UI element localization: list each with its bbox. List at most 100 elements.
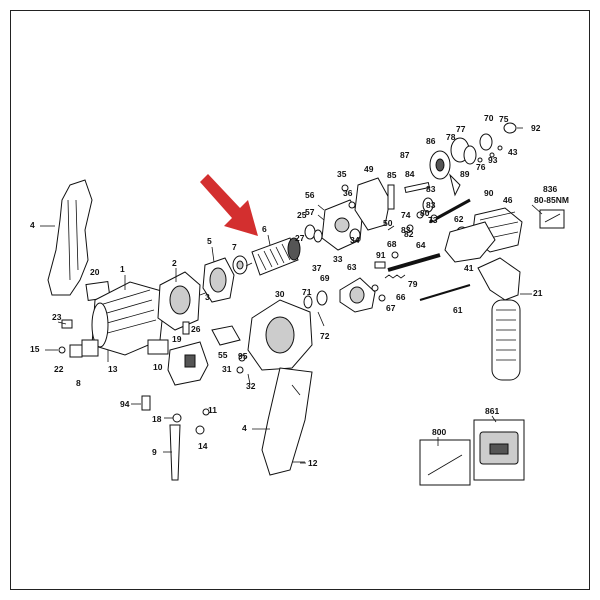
label-93: 93 xyxy=(488,155,498,165)
spring-79 xyxy=(384,274,406,279)
label-72: 72 xyxy=(320,331,330,341)
label-4: 4 xyxy=(30,220,35,230)
gear-housing-63 xyxy=(339,277,376,313)
part-94 xyxy=(141,395,151,411)
label-41: 41 xyxy=(464,263,474,273)
label-86: 86 xyxy=(426,136,436,146)
label-20: 20 xyxy=(90,267,100,277)
label-95: 95 xyxy=(238,351,248,361)
part-22 xyxy=(69,344,83,358)
label-21: 21 xyxy=(533,288,543,298)
label-62: 62 xyxy=(454,214,464,224)
label-68: 68 xyxy=(387,239,397,249)
part-23 xyxy=(61,319,73,329)
part-26 xyxy=(182,321,190,335)
label-76: 76 xyxy=(476,162,486,172)
label-84: 84 xyxy=(405,169,415,179)
carry-case xyxy=(473,419,525,481)
label-91: 91 xyxy=(376,250,386,260)
label-25: 25 xyxy=(297,210,307,220)
label-49: 49 xyxy=(364,164,374,174)
pin-76 xyxy=(477,157,483,163)
label-56: 56 xyxy=(305,190,315,200)
label-15: 15 xyxy=(30,344,40,354)
label-836: 836 xyxy=(543,184,557,194)
ring-75 xyxy=(503,122,517,134)
gear-86 xyxy=(429,150,451,180)
label-92: 92 xyxy=(531,123,541,133)
label-66: 66 xyxy=(396,292,406,302)
pin-93 xyxy=(489,152,495,158)
part-32 xyxy=(247,373,251,385)
block-55 xyxy=(211,325,241,346)
label-4b: 4 xyxy=(242,423,247,433)
label-74: 74 xyxy=(401,210,411,220)
label-64: 64 xyxy=(416,240,426,250)
washer-25 xyxy=(313,229,323,243)
label-89: 89 xyxy=(460,169,470,179)
label-3: 3 xyxy=(205,292,210,302)
pin-74 xyxy=(416,211,424,219)
label-94: 94 xyxy=(120,399,130,409)
label-2: 2 xyxy=(172,258,177,268)
chuck-key xyxy=(539,209,565,229)
part-labels: 4 20 1 2 3 5 7 6 23 15 22 8 13 26 19 10 … xyxy=(30,113,569,468)
pistol-grip xyxy=(261,367,313,476)
label-83c: 83 xyxy=(401,225,411,235)
diagram-frame xyxy=(10,10,590,590)
label-23: 23 xyxy=(52,312,62,322)
label-1: 1 xyxy=(120,264,125,274)
part-91 xyxy=(374,261,386,269)
label-33: 33 xyxy=(333,254,343,264)
label-55: 55 xyxy=(218,350,228,360)
label-87: 87 xyxy=(400,150,410,160)
gear-78 xyxy=(463,145,477,165)
label-26: 26 xyxy=(191,324,201,334)
label-50: 50 xyxy=(383,218,393,228)
switch-10 xyxy=(167,341,209,386)
armature xyxy=(245,237,301,276)
label-torque: 80-85NM xyxy=(534,195,569,205)
label-85: 85 xyxy=(387,170,397,180)
label-30: 30 xyxy=(275,289,285,299)
label-35: 35 xyxy=(337,169,347,179)
callout-arrow-icon xyxy=(200,174,258,236)
field-coil xyxy=(157,271,201,331)
label-63: 63 xyxy=(347,262,357,272)
label-70: 70 xyxy=(484,113,494,123)
label-5: 5 xyxy=(207,236,212,246)
label-9: 9 xyxy=(152,447,157,457)
label-73: 73 xyxy=(428,215,438,225)
screw-72 xyxy=(317,311,325,327)
label-800: 800 xyxy=(432,427,446,437)
part-50 xyxy=(387,225,395,231)
shaft-85 xyxy=(387,184,395,210)
part-68 xyxy=(391,251,399,259)
motor-housing xyxy=(91,281,166,356)
part-35 xyxy=(341,184,349,192)
label-6: 6 xyxy=(262,224,267,234)
part-19 xyxy=(147,339,169,355)
label-8: 8 xyxy=(76,378,81,388)
label-67: 67 xyxy=(386,303,396,313)
drill-bit-kit xyxy=(419,439,471,486)
screw-15 xyxy=(58,346,66,354)
screw-56 xyxy=(317,204,325,211)
label-71: 71 xyxy=(302,287,312,297)
label-90: 90 xyxy=(484,188,494,198)
cord-9 xyxy=(169,424,181,481)
brush-holder-8 xyxy=(81,339,99,357)
part-11 xyxy=(202,408,210,416)
label-32: 32 xyxy=(246,381,256,391)
label-861: 861 xyxy=(485,406,499,416)
label-37: 37 xyxy=(312,263,322,273)
label-13: 13 xyxy=(108,364,118,374)
part-31 xyxy=(236,366,244,374)
part-69 xyxy=(316,290,328,306)
label-11: 11 xyxy=(208,405,217,415)
label-18: 18 xyxy=(152,414,162,424)
part-67 xyxy=(378,294,386,302)
bearing-housing xyxy=(202,257,235,303)
depth-rod xyxy=(419,284,471,301)
